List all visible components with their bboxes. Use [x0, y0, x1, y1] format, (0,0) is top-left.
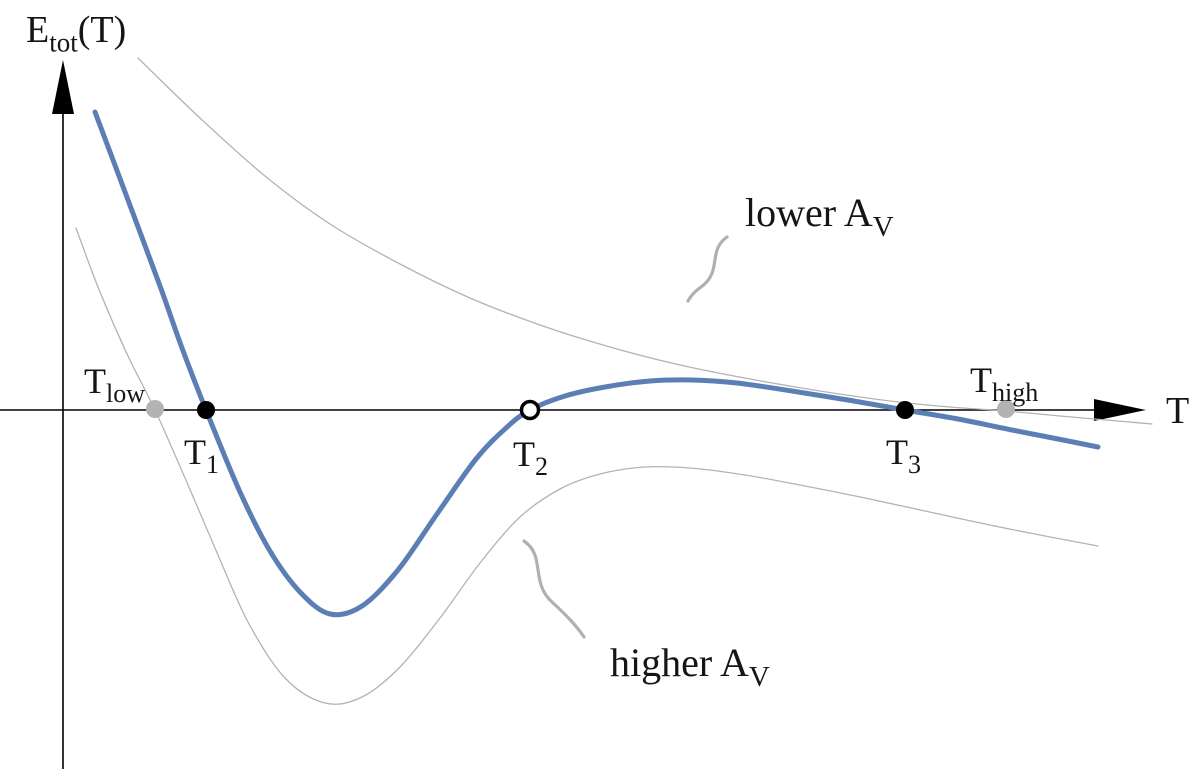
label-y-axis: Etot(T) — [26, 9, 126, 58]
marker-t1 — [197, 401, 215, 419]
x-axis-arrowhead-icon — [1094, 399, 1146, 421]
label-t-low: Tlow — [84, 361, 145, 408]
label-x-axis: T — [1166, 390, 1189, 432]
label-t-high: Thigh — [970, 360, 1038, 407]
marker-t3 — [896, 401, 914, 419]
label-t3: T3 — [886, 432, 921, 479]
marker-t-low — [146, 400, 164, 418]
label-lower-av: lower AV — [745, 190, 894, 243]
curve-higher-av — [75, 227, 1099, 705]
lower-av-mark-icon — [686, 235, 729, 303]
label-higher-av: higher AV — [610, 640, 770, 693]
curve-etot — [92, 109, 1101, 618]
label-t2: T2 — [513, 434, 548, 481]
curve-lower-av — [137, 57, 1153, 425]
label-t1: T1 — [184, 432, 219, 479]
marker-t2 — [519, 399, 541, 421]
marker-t-high — [997, 400, 1015, 418]
higher-av-mark-icon — [522, 539, 586, 639]
y-axis-arrowhead-icon — [52, 60, 74, 114]
